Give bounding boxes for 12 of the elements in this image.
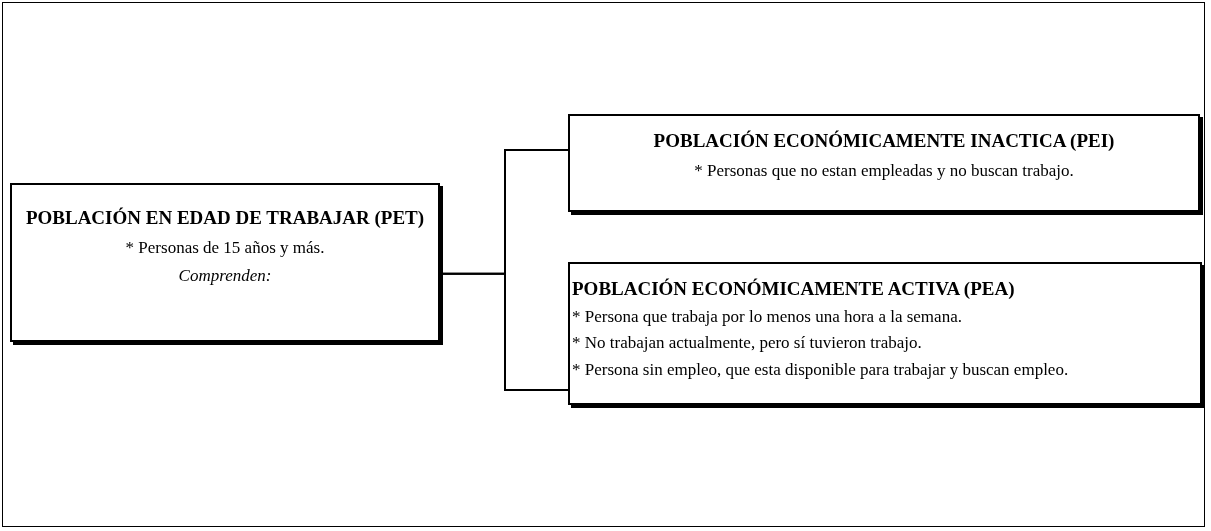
description-text: * Personas que no estan empleadas y no buscan trabajo. (693, 160, 1075, 182)
description-text: * No trabajan actualmente, pero sí tuvieron trabajo. (572, 333, 923, 354)
description-text: * Persona que trabaja por lo menos una hora a la semana. (572, 306, 963, 328)
text-box (568, 262, 1202, 405)
text-box (10, 183, 440, 342)
heading: POBLACIÓN EN EDAD DE TRABAJAR (PET) (24, 207, 426, 230)
description-text: * Persona sin empleo, que esta disponible para trabajar y buscan empleo. (572, 359, 1070, 380)
heading: POBLACIÓN ECONÓMICAMENTE ACTIVA (PEA) (572, 278, 1016, 301)
description-text: * Personas de 15 años y más. (124, 237, 326, 259)
description-text: Comprenden: (177, 266, 273, 287)
heading: POBLACIÓN ECONÓMICAMENTE INACTICA (PEI) (652, 130, 1116, 153)
text-box (568, 114, 1200, 212)
